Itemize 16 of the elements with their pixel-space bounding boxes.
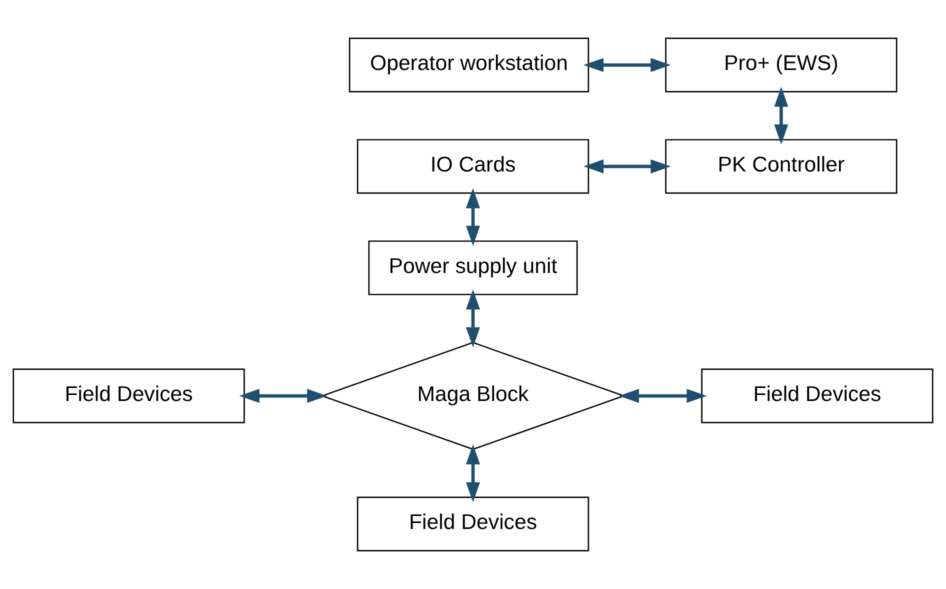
- arrow: [466, 289, 480, 348]
- arrow: [466, 444, 480, 502]
- node-box: Pro+ (EWS): [665, 38, 898, 92]
- arrow: [618, 388, 707, 403]
- arrow: [774, 86, 788, 144]
- node-box: Field Devices: [701, 368, 934, 424]
- arrow: [466, 188, 480, 246]
- arrow: [239, 388, 328, 403]
- node-box: IO Cards: [356, 139, 590, 194]
- node-box: Field Devices: [356, 496, 590, 552]
- arrow: [584, 159, 671, 174]
- node-box: Field Devices: [12, 368, 245, 424]
- arrow: [583, 58, 671, 72]
- node-box: Power supply unit: [368, 240, 578, 296]
- node-box: Operator workstation: [348, 38, 590, 92]
- node-box: PK Controller: [665, 139, 898, 194]
